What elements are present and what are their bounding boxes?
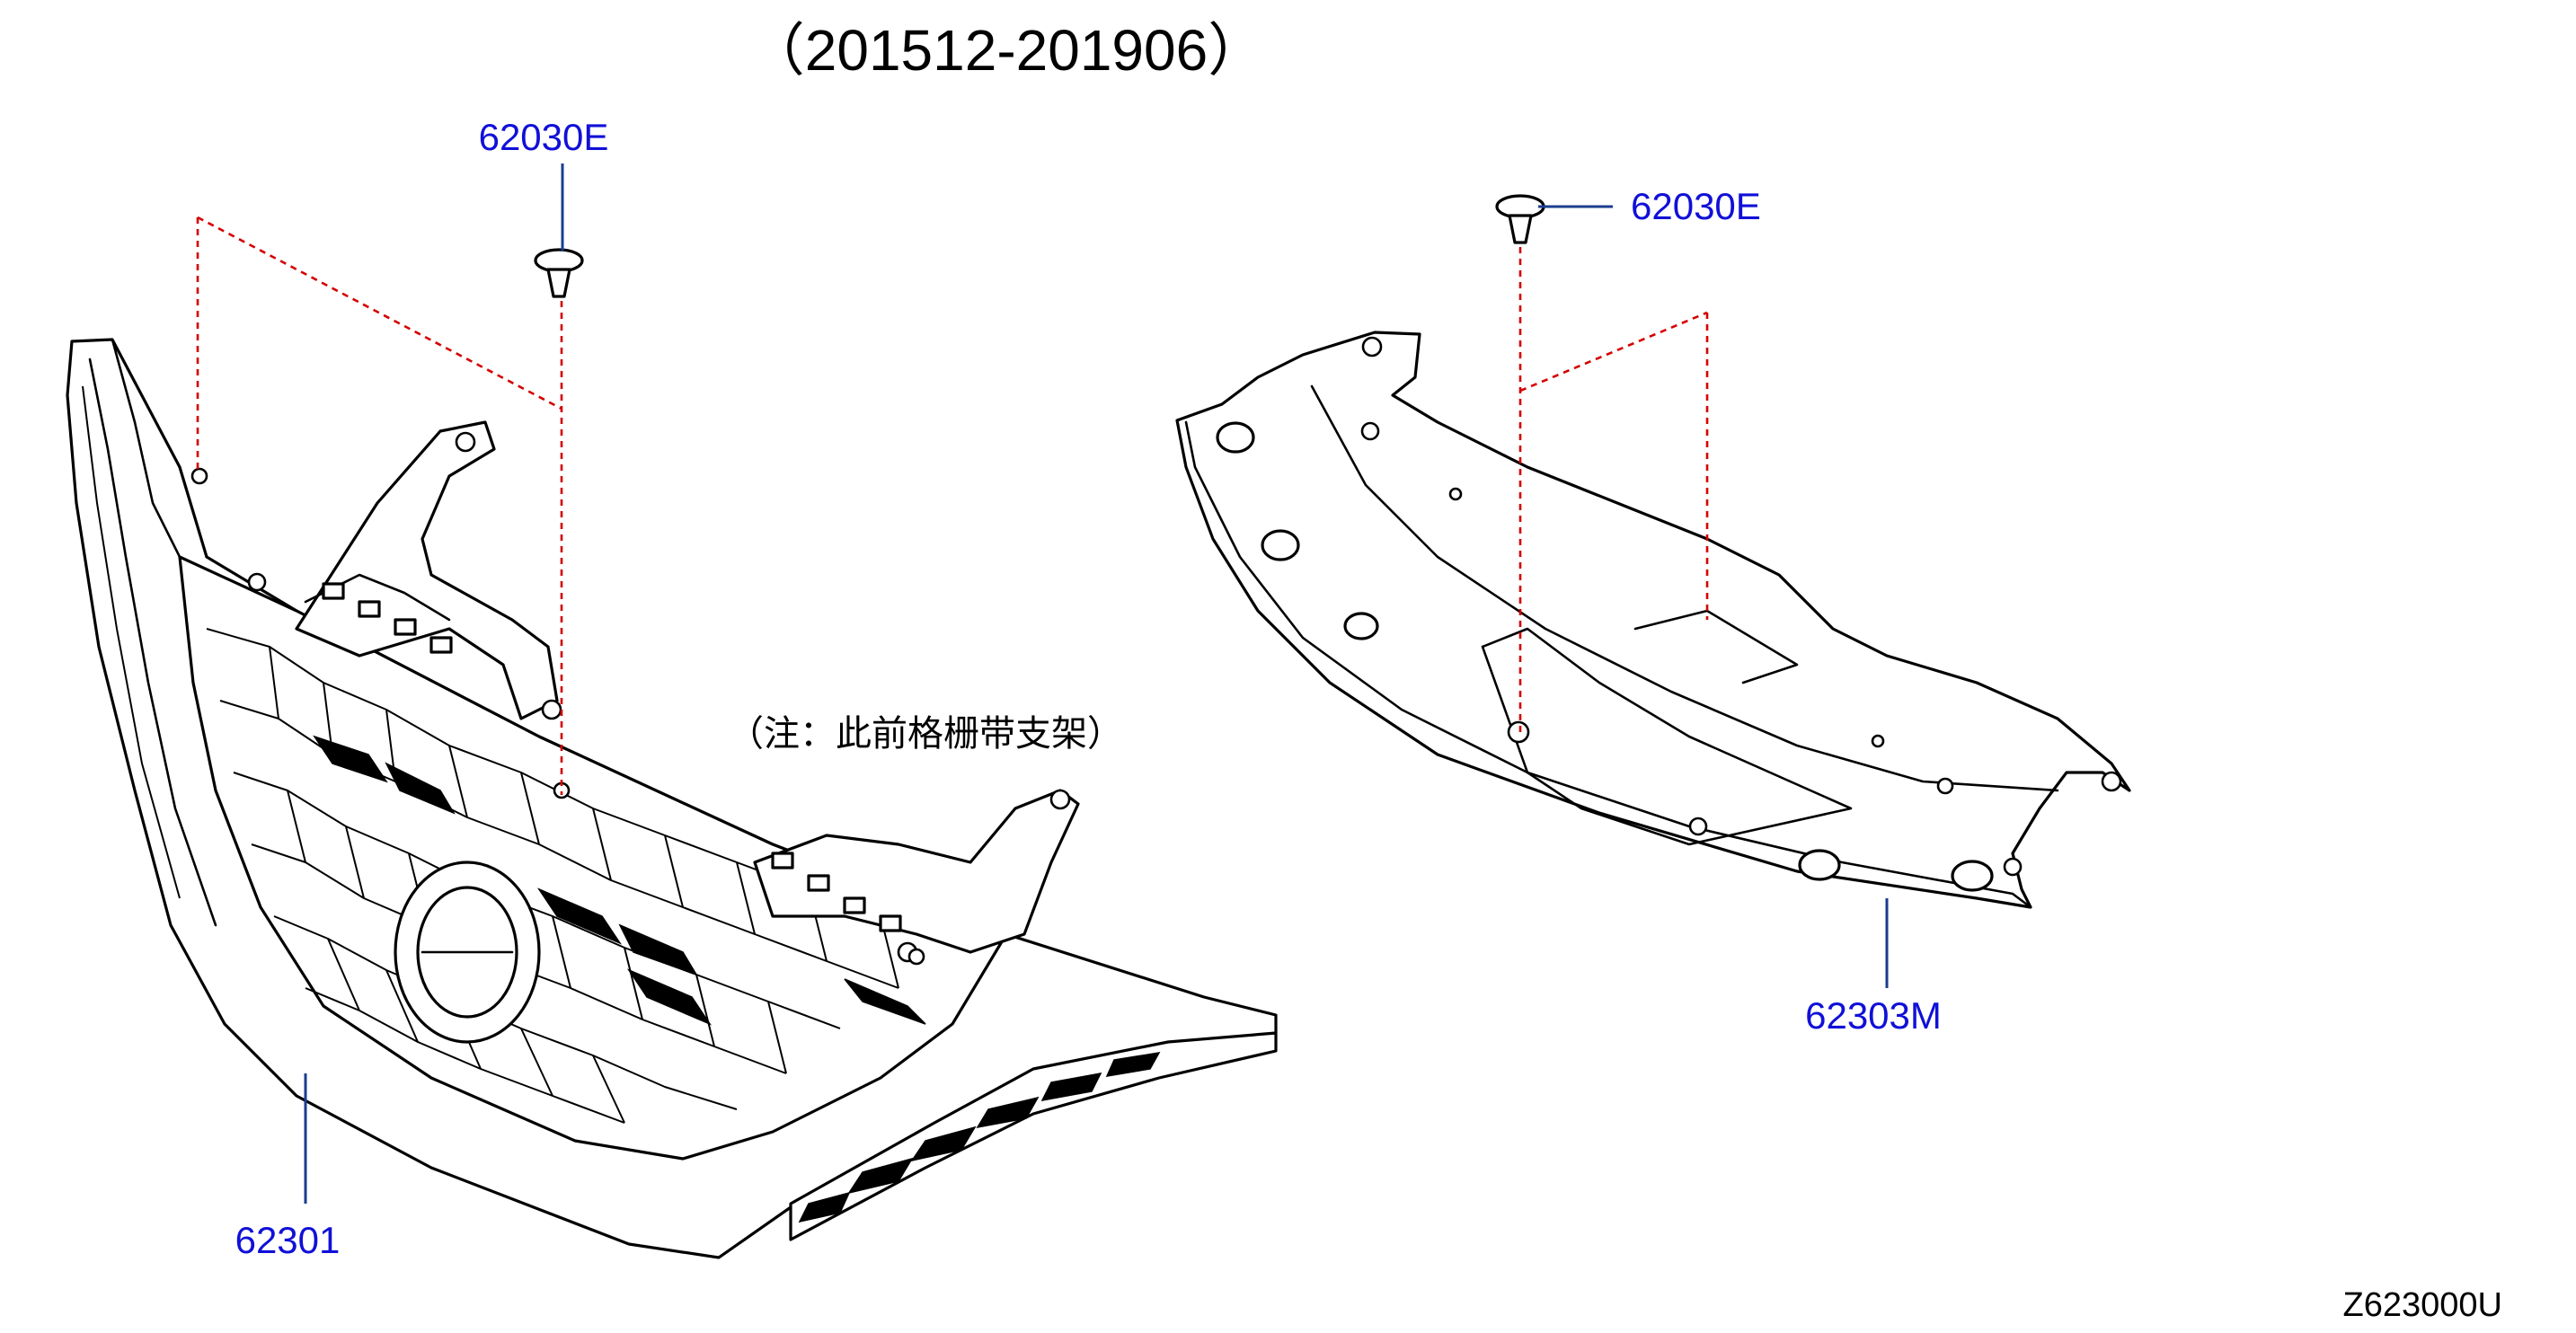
callout-upper-cover: 62303M	[1805, 994, 1942, 1037]
leader-lines	[304, 163, 1889, 1204]
callout-grille: 62301	[235, 1219, 341, 1261]
grille-mesh	[206, 628, 953, 1124]
diagram-code: Z623000U	[2343, 1286, 2502, 1324]
callout-clip-right: 62030E	[1631, 185, 1761, 227]
lower-vents	[798, 1052, 1161, 1223]
clip-right	[1495, 194, 1545, 244]
bracket-note: （注：此前格栅带支架）	[728, 713, 1123, 755]
clip-left	[534, 248, 584, 298]
callout-clip-left: 62030E	[479, 116, 609, 158]
assembly-guides	[196, 216, 1709, 795]
date-range-title: （201512-201906）	[748, 18, 1265, 83]
front-grille	[66, 338, 1278, 1259]
grille-bracket-right	[753, 789, 1080, 963]
upper-cover	[1175, 331, 2131, 909]
emblem-mount	[394, 861, 541, 1044]
